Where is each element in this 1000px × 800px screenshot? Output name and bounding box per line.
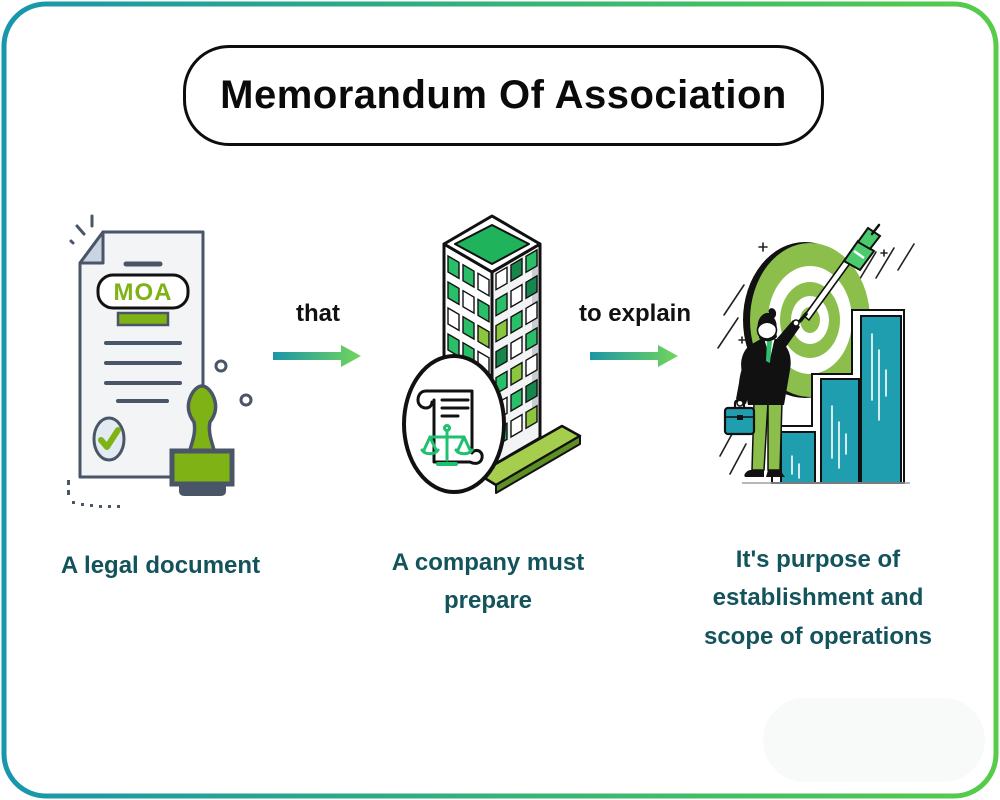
watermark-box (763, 698, 985, 782)
stamped-moa-document-icon: MOA (67, 214, 253, 508)
step-caption-legal-document: A legal document (60, 552, 261, 579)
arrow-right-icon (590, 345, 678, 367)
office-building-legal-scroll-icon (402, 214, 582, 494)
target-dart-growth-bars-icon (717, 223, 915, 484)
businessman-figure (723, 308, 800, 477)
connector-label-to-explain: to explain (578, 300, 692, 327)
scales-of-justice-icon (420, 424, 474, 466)
step-caption-purpose-scope: It's purpose of establishment and scope … (703, 546, 933, 650)
step-caption-company-prepare: A company must prepare (391, 549, 585, 615)
moa-badge-label: MOA (114, 279, 173, 306)
connector-label-that: that (296, 300, 340, 327)
title-banner: Memorandum Of Association (183, 45, 824, 146)
arrow-right-icon (273, 345, 361, 367)
page-title: Memorandum Of Association (220, 73, 787, 117)
